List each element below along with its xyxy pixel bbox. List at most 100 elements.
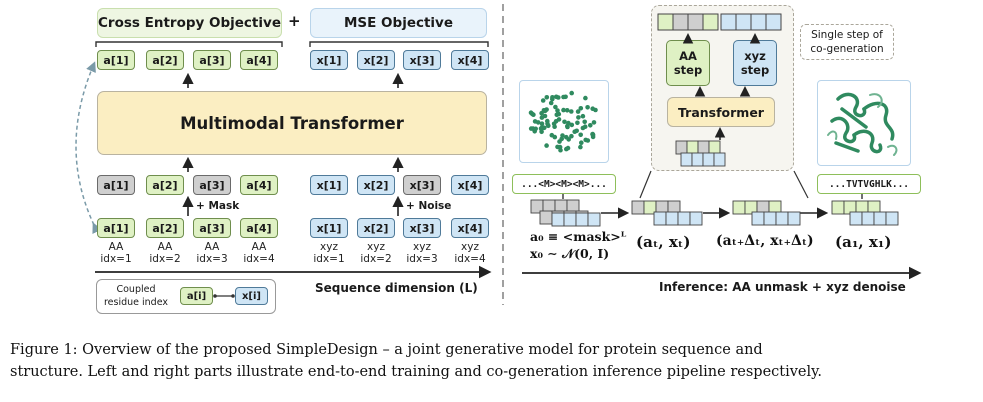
noise-point bbox=[590, 131, 595, 137]
noise-point bbox=[580, 113, 586, 119]
noise-point bbox=[575, 120, 580, 126]
noise-point bbox=[561, 107, 566, 113]
xyz-output-cell-2: x[2] bbox=[357, 50, 395, 70]
noise-point bbox=[552, 134, 558, 140]
aa-masked-cell-1: a[1] bbox=[97, 175, 135, 195]
noise-point bbox=[548, 100, 554, 106]
plus-sign: + bbox=[288, 12, 301, 30]
noise-point bbox=[582, 119, 587, 125]
xyz-input-cell-3: x[3] bbox=[403, 218, 441, 238]
step-output-tokens bbox=[657, 13, 782, 31]
noise-point bbox=[569, 133, 574, 139]
single-step-label: Single step of co-generation bbox=[800, 24, 894, 60]
aa-output-cell-1: a[1] bbox=[97, 50, 135, 70]
step-input-tokens bbox=[675, 140, 726, 167]
figure-caption-line-1: Figure 1: Overview of the proposed Simpl… bbox=[10, 342, 763, 358]
legend-aa-cell: a[i] bbox=[180, 287, 213, 305]
noise-point bbox=[569, 109, 574, 114]
xyz-noised-cell-4: x[4] bbox=[451, 175, 489, 195]
xyz-input-cell-4: x[4] bbox=[451, 218, 489, 238]
legend-title-line-2: residue index bbox=[103, 297, 169, 308]
noise-label: + Noise bbox=[406, 200, 452, 212]
coupled-index-legend: Coupled residue index a[i] x[i] bbox=[96, 279, 276, 314]
noise-point bbox=[575, 109, 581, 114]
init-a-formula: a₀ ≡ <mask>ᴸ bbox=[530, 229, 627, 244]
noise-point bbox=[564, 134, 569, 140]
objective-braces bbox=[95, 41, 489, 47]
aa-index-label-idx: idx=4 bbox=[243, 253, 275, 265]
aa-masked-cell-4: a[4] bbox=[240, 175, 278, 195]
xyz-index-label-idx: idx=1 bbox=[313, 253, 345, 265]
aa-index-label-idx: idx=1 bbox=[100, 253, 132, 265]
xyz-output-cell-1: x[1] bbox=[310, 50, 348, 70]
designed-sequence: ...TVTVGHLK... bbox=[817, 174, 921, 194]
xyz-step-line-1: xyz bbox=[744, 49, 766, 63]
cross-entropy-objective: Cross Entropy Objective bbox=[97, 8, 282, 38]
aa-input-cell-4: a[4] bbox=[240, 218, 278, 238]
section-divider bbox=[502, 4, 504, 305]
xyz-index-label-type: xyz bbox=[367, 241, 385, 253]
xyz-index-label-idx: idx=2 bbox=[360, 253, 392, 265]
noise-point bbox=[528, 126, 534, 131]
figure-caption-line-2: structure. Left and right parts illustra… bbox=[10, 364, 823, 380]
xyz-output-cell-4: x[4] bbox=[451, 50, 489, 70]
noise-point bbox=[559, 136, 564, 142]
single-step-line-2: co-generation bbox=[810, 43, 884, 55]
legend-xyz-cell: x[i] bbox=[235, 287, 268, 305]
aa-step-line-1: AA bbox=[679, 49, 697, 63]
noise-point bbox=[528, 110, 534, 115]
noise-point bbox=[564, 108, 570, 113]
noise-point bbox=[552, 124, 557, 129]
legend-title-line-1: Coupled bbox=[116, 284, 156, 295]
folded-protein-frame bbox=[817, 80, 911, 166]
folded-protein-ribbon bbox=[827, 92, 898, 156]
xyz-step-box: xyz step bbox=[733, 40, 777, 86]
aa-output-cell-3: a[3] bbox=[193, 50, 231, 70]
noise-point bbox=[566, 120, 571, 126]
noise-point bbox=[532, 119, 538, 124]
state-1: (a₁, x₁) bbox=[835, 233, 892, 251]
aa-input-cell-3: a[3] bbox=[193, 218, 231, 238]
noise-point-cloud bbox=[528, 90, 598, 153]
noise-point bbox=[553, 104, 558, 110]
xyz-input-cell-1: x[1] bbox=[310, 218, 348, 238]
noise-point bbox=[542, 125, 547, 131]
xyz-index-label-idx: idx=4 bbox=[454, 253, 486, 265]
noise-point bbox=[544, 143, 549, 148]
inference-label: Inference: AA unmask + xyz denoise bbox=[659, 280, 906, 294]
xyz-output-cell-3: x[3] bbox=[403, 50, 441, 70]
xyz-index-label-type: xyz bbox=[413, 241, 431, 253]
legend-link bbox=[213, 294, 235, 298]
single-step-frame bbox=[651, 5, 794, 171]
noise-point bbox=[579, 140, 584, 145]
aa-index-label-type: AA bbox=[251, 241, 267, 253]
xyz-noised-cell-3: x[3] bbox=[403, 175, 441, 195]
noise-point bbox=[545, 121, 550, 126]
noise-point bbox=[539, 121, 545, 126]
noise-point bbox=[565, 145, 571, 151]
noise-point bbox=[539, 115, 545, 120]
noise-point bbox=[578, 106, 584, 111]
aa-index-label-type: AA bbox=[108, 241, 124, 253]
step-transformer: Transformer bbox=[667, 97, 775, 127]
mse-objective: MSE Objective bbox=[310, 8, 487, 38]
xyz-index-label-idx: idx=3 bbox=[406, 253, 438, 265]
noise-point bbox=[562, 119, 567, 125]
left-arrows bbox=[75, 61, 492, 279]
aa-masked-cell-3: a[3] bbox=[193, 175, 231, 195]
noise-point-cloud-frame bbox=[519, 80, 609, 163]
masked-sequence: ...<M><M><M>... bbox=[512, 174, 616, 194]
aa-input-cell-1: a[1] bbox=[97, 218, 135, 238]
aa-output-cell-2: a[2] bbox=[146, 50, 184, 70]
noise-point bbox=[553, 119, 559, 124]
state-t-dt: (aₜ₊Δₜ, xₜ₊Δₜ) bbox=[716, 233, 814, 249]
